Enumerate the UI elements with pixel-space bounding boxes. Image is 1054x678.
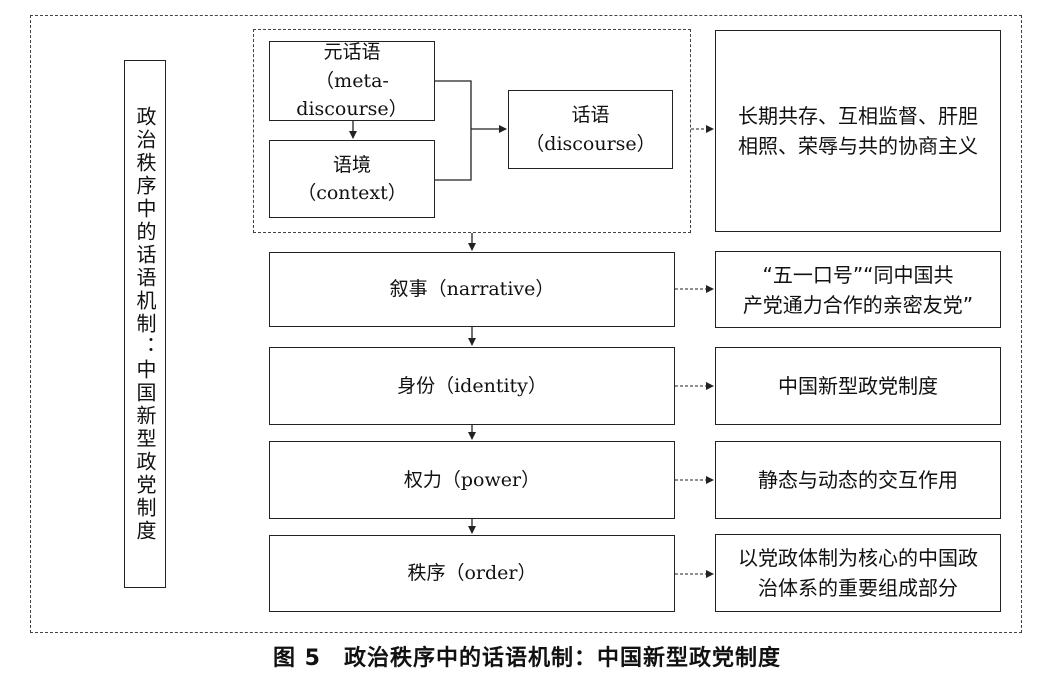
discourse-title: 话语 bbox=[571, 104, 610, 126]
power-label: 权力（power） bbox=[403, 468, 541, 491]
right-identity-label: 中国新型政党制度 bbox=[778, 374, 938, 398]
context-title: 语境 bbox=[332, 153, 371, 176]
discourse-box: 话语 （discourse） bbox=[508, 90, 673, 169]
power-box: 权力（power） bbox=[269, 441, 675, 519]
right-discourse-box: 长期共存、互相监督、肝胆 相照、荣辱与共的协商主义 bbox=[715, 30, 1001, 232]
meta-discourse-subtitle: （meta-discourse） bbox=[296, 69, 408, 121]
meta-discourse-title: 元话语 bbox=[323, 41, 381, 64]
right-power-label: 静态与动态的交互作用 bbox=[758, 468, 958, 492]
vertical-title-box: 政治秩序中的话语机制：中国新型政党制度 bbox=[124, 60, 166, 588]
right-order-box: 以党政体制为核心的中国政 治体系的重要组成部分 bbox=[715, 534, 1001, 612]
narrative-box: 叙事（narrative） bbox=[269, 252, 675, 327]
meta-discourse-box: 元话语 （meta-discourse） bbox=[269, 41, 435, 121]
right-discourse-line1: 长期共存、互相监督、肝胆 bbox=[738, 104, 978, 128]
right-identity-box: 中国新型政党制度 bbox=[715, 347, 1001, 425]
right-power-box: 静态与动态的交互作用 bbox=[715, 441, 1001, 519]
right-narrative-box: “五一口号”“同中国共 产党通力合作的亲密友党” bbox=[715, 251, 1001, 328]
order-label: 秩序（order） bbox=[407, 562, 537, 585]
discourse-subtitle: （discourse） bbox=[525, 132, 656, 155]
context-subtitle: （context） bbox=[297, 182, 407, 204]
identity-box: 身份（identity） bbox=[269, 347, 675, 425]
outer-dashed-frame bbox=[30, 15, 1022, 633]
order-box: 秩序（order） bbox=[269, 535, 675, 612]
right-narrative-line1: “五一口号”“同中国共 bbox=[762, 262, 954, 287]
context-box: 语境 （context） bbox=[269, 140, 435, 218]
figure-caption: 图 5 政治秩序中的话语机制：中国新型政党制度 bbox=[273, 646, 781, 671]
narrative-label: 叙事（narrative） bbox=[389, 278, 555, 301]
identity-label: 身份（identity） bbox=[397, 374, 547, 397]
vertical-title-text: 政治秩序中的话语机制：中国新型政党制度 bbox=[133, 105, 157, 543]
right-discourse-line2: 相照、荣辱与共的协商主义 bbox=[738, 134, 978, 158]
right-order-line2: 治体系的重要组成部分 bbox=[758, 576, 958, 600]
right-narrative-line2: 产党通力合作的亲密友党” bbox=[742, 292, 974, 317]
right-order-line1: 以党政体制为核心的中国政 bbox=[738, 546, 978, 570]
discourse-group-frame bbox=[253, 29, 691, 233]
bracket-line bbox=[434, 80, 472, 181]
